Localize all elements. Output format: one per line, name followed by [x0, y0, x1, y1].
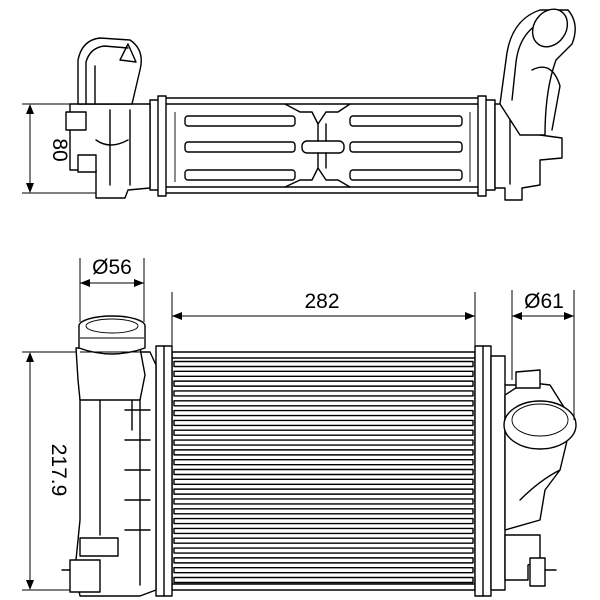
top-center-bracket	[284, 103, 351, 188]
dim-label-217-9: 217.9	[47, 444, 70, 497]
core-tube	[173, 498, 474, 505]
dim-inlet-diameter: Ø56	[79, 256, 145, 322]
front-left-tank	[61, 351, 157, 597]
core-tube	[173, 458, 474, 466]
top-right-tank	[477, 95, 563, 201]
top-view: 80	[22, 8, 576, 201]
core-tube	[173, 400, 474, 407]
core-tube	[173, 537, 474, 544]
front-right-outlet-pipe	[503, 369, 577, 531]
front-right-tank	[490, 355, 557, 591]
core-tube	[173, 576, 474, 584]
core-tube	[173, 527, 474, 535]
front-left-inlet-pipe	[75, 315, 146, 401]
core-tube	[173, 380, 474, 387]
core-tube	[173, 566, 474, 574]
core-tube	[173, 419, 474, 427]
core-tube	[173, 557, 474, 564]
core-tube	[173, 370, 474, 378]
core-tube	[173, 488, 474, 495]
dim-front-height: 217.9	[22, 351, 76, 591]
dim-label-inlet: Ø56	[92, 256, 132, 279]
core-tube	[173, 429, 474, 436]
core-tube	[173, 468, 474, 476]
top-right-outlet-pipe	[499, 8, 576, 136]
dim-top-height: 80	[22, 103, 96, 194]
core-tube	[173, 547, 474, 554]
core-tube	[173, 478, 474, 486]
core-tube	[173, 517, 474, 525]
core-tube	[173, 360, 474, 368]
dim-label-80: 80	[48, 138, 71, 161]
core-tube	[173, 409, 474, 417]
dim-label-282: 282	[304, 290, 339, 313]
top-core-slots	[174, 112, 471, 182]
top-left-tank	[65, 95, 167, 199]
front-core-tubes	[173, 360, 474, 584]
core-tube	[173, 439, 474, 446]
dim-label-outlet: Ø61	[524, 290, 564, 313]
dim-core-width: 282	[171, 290, 476, 348]
top-left-inlet-pipe	[77, 37, 142, 105]
dim-outlet-diameter: Ø61	[511, 290, 575, 420]
core-tube	[173, 390, 474, 397]
core-tube	[173, 449, 474, 456]
core-tube	[173, 508, 474, 515]
front-view: Ø56 282 Ø61 217.9	[22, 256, 577, 597]
